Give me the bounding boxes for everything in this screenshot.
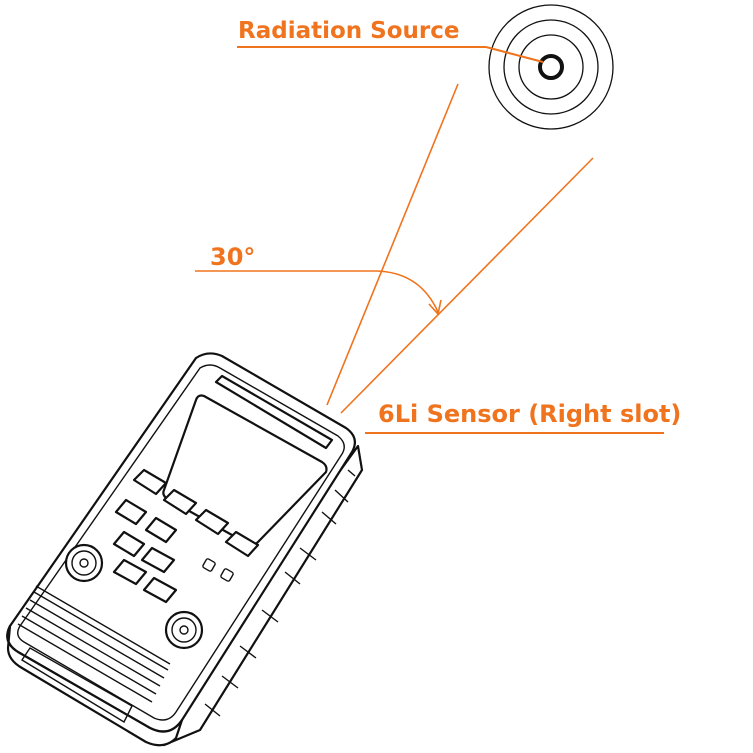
source-leader-line	[237, 46, 544, 63]
radiation-source-label: Radiation Source	[238, 18, 459, 44]
angle-label: 30°	[210, 243, 255, 271]
sensor-label: 6Li Sensor (Right slot)	[378, 400, 681, 428]
field-of-view-lines	[326, 83, 594, 414]
handheld-detector-icon	[6, 352, 364, 747]
angle-indicator	[195, 270, 442, 316]
radiation-source-icon	[488, 4, 614, 130]
